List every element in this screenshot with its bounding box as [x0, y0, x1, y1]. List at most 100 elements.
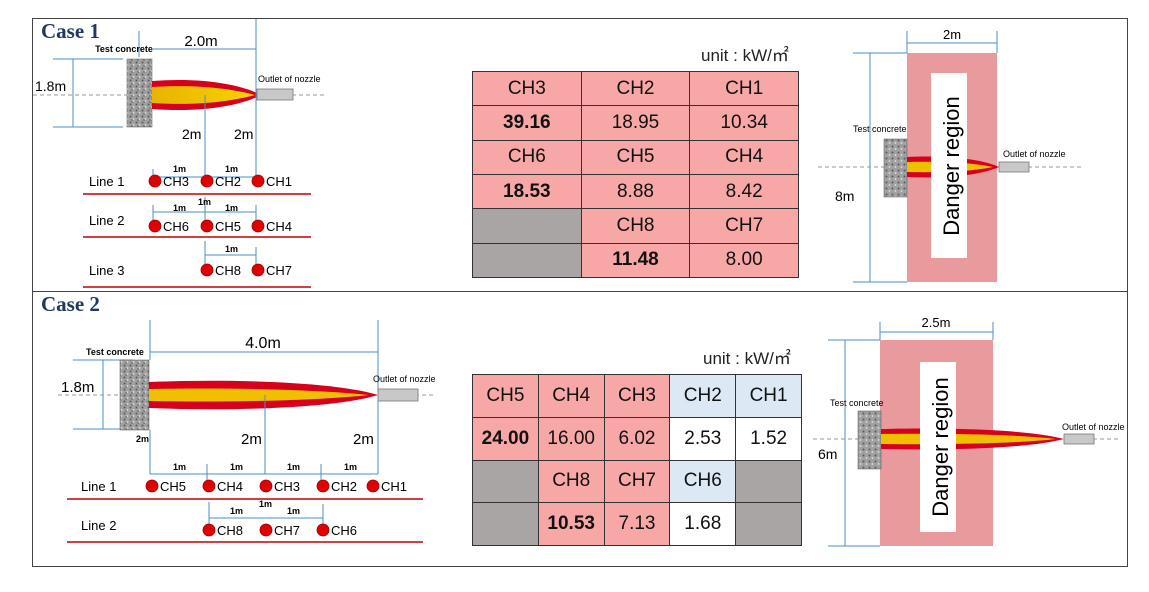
case1-cell: CH4: [689, 139, 799, 175]
case1-cell: 8.00: [689, 242, 799, 279]
case1-cell: 10.34: [689, 105, 799, 141]
case2-empty-cell: [735, 459, 802, 504]
case1-sensor-ch3: [148, 174, 162, 188]
case1-width-label: 2.0m: [184, 33, 217, 50]
case1-spacing-2a: 1m: [173, 203, 186, 213]
case1-sensor-ch1: [251, 174, 265, 188]
case2-line1-label: Line 1: [81, 479, 116, 494]
case2-concrete-block: [119, 359, 150, 431]
case2-danger-height: 6m: [818, 446, 837, 462]
case2-sensor-ch2: [316, 479, 330, 493]
case1-sensor-ch4: [251, 219, 265, 233]
case2-cell: CH1: [735, 374, 802, 418]
case1-nozzle: [256, 88, 294, 101]
case2-danger-region-label: Danger region: [928, 377, 953, 516]
case1-sensor-ch5: [200, 219, 214, 233]
case1-danger-nozzle-label: Outlet of nozzle: [1003, 149, 1066, 159]
case1-cell: 11.48: [580, 242, 691, 279]
case2-cell: CH8: [537, 459, 605, 504]
case2-sensor-ch5-label: CH5: [160, 479, 186, 494]
case1-danger-region-label: Danger region: [939, 96, 964, 235]
case2-cell: 7.13: [603, 502, 671, 546]
case2-cell: 2.53: [669, 416, 737, 461]
case2-empty-cell: [472, 502, 539, 546]
case2-sensor-ch1: [366, 479, 380, 493]
case1-cell: 8.42: [689, 173, 799, 210]
case2-cell: CH6: [669, 459, 737, 504]
case2-cell: CH5: [472, 374, 539, 418]
case2-width-label: 4.0m: [245, 335, 281, 352]
case1-spacing-2c: 1m: [225, 203, 238, 213]
case2-spacing-2b: 1m: [259, 499, 272, 509]
case2-cell: 1.68: [669, 502, 737, 546]
case2-sensor-ch3-label: CH3: [274, 479, 300, 494]
case1-line1-label: Line 1: [89, 174, 124, 189]
case1-spacing-3a: 1m: [225, 244, 238, 254]
case1-height-label: 1.8m: [35, 78, 66, 94]
case1-concrete-block: [126, 58, 153, 128]
case2-spacing-2a: 1m: [230, 506, 243, 516]
case1-panel: Case 1 2.0m Test concrete 1.8m: [32, 18, 1128, 292]
case2-below-concrete: 2m: [136, 434, 149, 444]
case1-cell: CH2: [580, 70, 691, 107]
case2-sensor-ch8-label: CH8: [217, 523, 243, 538]
case1-sensor-ch7-label: CH7: [266, 263, 292, 278]
case2-spacing-1a: 1m: [173, 462, 186, 472]
case1-line2-label: Line 2: [89, 213, 124, 228]
case1-schematic: 2.0m Test concrete 1.8m Outlet of nozzle…: [33, 19, 327, 288]
case2-danger-nozzle-label: Outlet of nozzle: [1062, 422, 1125, 432]
case1-danger-concrete-label: Test concrete: [853, 124, 907, 134]
case2-sensor-ch6: [316, 523, 330, 537]
case1-cell: 18.95: [580, 105, 691, 141]
case2-height-label: 1.8m: [61, 379, 94, 396]
case2-danger-diagram: 2.5m 6m Test concrete Outlet of nozzle D…: [813, 315, 1125, 547]
case1-line3-label: Line 3: [89, 263, 124, 278]
case2-gap-right: 2m: [353, 431, 374, 448]
case1-cell: CH3: [472, 70, 582, 107]
case1-danger-diagram: 2m 8m Test concrete Outlet of nozzle Dan…: [818, 27, 1083, 283]
case1-concrete-label: Test concrete: [95, 44, 153, 54]
case2-sensor-ch4: [202, 479, 216, 493]
case1-gap-right: 2m: [234, 126, 253, 142]
case2-sensor-ch7: [259, 523, 273, 537]
case2-gap-mid: 2m: [241, 431, 262, 448]
case2-cell: 24.00: [472, 416, 539, 461]
case2-sensor-ch7-label: CH7: [274, 523, 300, 538]
case1-spacing-1a: 1m: [173, 164, 186, 174]
case1-cell: CH1: [689, 70, 799, 107]
case1-cell: 39.16: [472, 105, 582, 141]
case2-cell: 1.52: [735, 416, 802, 461]
case2-sensor-ch8: [202, 523, 216, 537]
case2-cell: 16.00: [537, 416, 605, 461]
case2-sensor-ch2-label: CH2: [331, 479, 357, 494]
case1-cell: 18.53: [472, 173, 582, 210]
case2-cell: CH3: [603, 374, 671, 418]
case1-cell: CH8: [580, 208, 691, 244]
case2-nozzle: [377, 388, 419, 402]
case2-line2-label: Line 2: [81, 518, 116, 533]
case2-danger-width: 2.5m: [922, 315, 951, 330]
case1-cell: CH7: [689, 208, 799, 244]
case1-sensor-ch2-label: CH2: [215, 174, 241, 189]
case2-danger-concrete-label: Test concrete: [830, 398, 884, 408]
case2-cell: CH7: [603, 459, 671, 504]
case2-schematic: 4.0m Test concrete 1.8m 2m Outlet of noz…: [58, 320, 436, 543]
case1-sensor-ch6-label: CH6: [163, 219, 189, 234]
case2-sensor-ch4-label: CH4: [217, 479, 243, 494]
case2-cell: 6.02: [603, 416, 671, 461]
case1-sensor-ch1-label: CH1: [266, 174, 292, 189]
case2-title: Case 2: [41, 292, 100, 316]
case2-empty-cell: [472, 459, 539, 504]
case1-danger-width: 2m: [943, 27, 961, 42]
case1-sensor-ch4-label: CH4: [266, 219, 292, 234]
case1-cell: 8.88: [580, 173, 691, 210]
case2-spacing-2c: 1m: [287, 506, 300, 516]
